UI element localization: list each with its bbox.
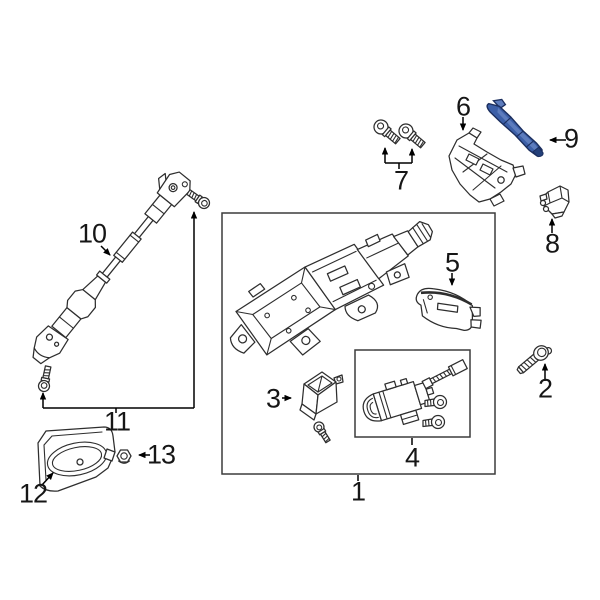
socket-bolt-1-drawing bbox=[424, 394, 448, 410]
long-bolt-drawing bbox=[421, 359, 468, 390]
tilt-motor-drawing bbox=[362, 378, 435, 426]
socket-bolt-2-drawing bbox=[422, 414, 446, 430]
sensor-block-drawing bbox=[539, 185, 570, 219]
callout-label-13: 13 bbox=[146, 439, 176, 470]
flange-bolt-drawing bbox=[516, 345, 553, 375]
steering-column-assembly-drawing bbox=[229, 220, 433, 356]
pivot-bracket-drawing bbox=[299, 371, 344, 421]
callout-label-11: 11 bbox=[103, 406, 131, 437]
callout-label-3: 3 bbox=[265, 383, 281, 414]
callout-label-2: 2 bbox=[537, 373, 553, 404]
highlighted-strap-drawing bbox=[486, 98, 544, 158]
callout-label-4: 4 bbox=[404, 442, 420, 473]
lower-shroud-drawing bbox=[37, 426, 116, 492]
pivot-bolt-drawing bbox=[313, 421, 331, 444]
main-assembly-box bbox=[221, 212, 496, 475]
upper-bolt-1-drawing bbox=[373, 119, 401, 145]
shaft-upper-bolt-drawing bbox=[186, 189, 211, 210]
shaft-lower-bolt-drawing bbox=[37, 365, 52, 393]
callout-label-10: 10 bbox=[77, 218, 107, 249]
nut-drawing bbox=[116, 449, 132, 464]
callout-label-6: 6 bbox=[455, 91, 471, 122]
column-bracket-drawing bbox=[415, 287, 482, 332]
callout-label-9: 9 bbox=[563, 123, 579, 154]
callout-label-8: 8 bbox=[544, 228, 560, 259]
mount-bracket-drawing bbox=[448, 127, 526, 207]
callout-leaders bbox=[39, 117, 566, 486]
callout-label-5: 5 bbox=[444, 247, 460, 278]
callout-label-1: 1 bbox=[350, 476, 366, 507]
callout-label-7: 7 bbox=[393, 165, 409, 196]
motor-kit-box bbox=[354, 349, 471, 438]
intermediate-shaft-drawing bbox=[32, 171, 191, 365]
callout-label-12: 12 bbox=[18, 478, 48, 509]
upper-bolt-2-drawing bbox=[398, 123, 426, 149]
